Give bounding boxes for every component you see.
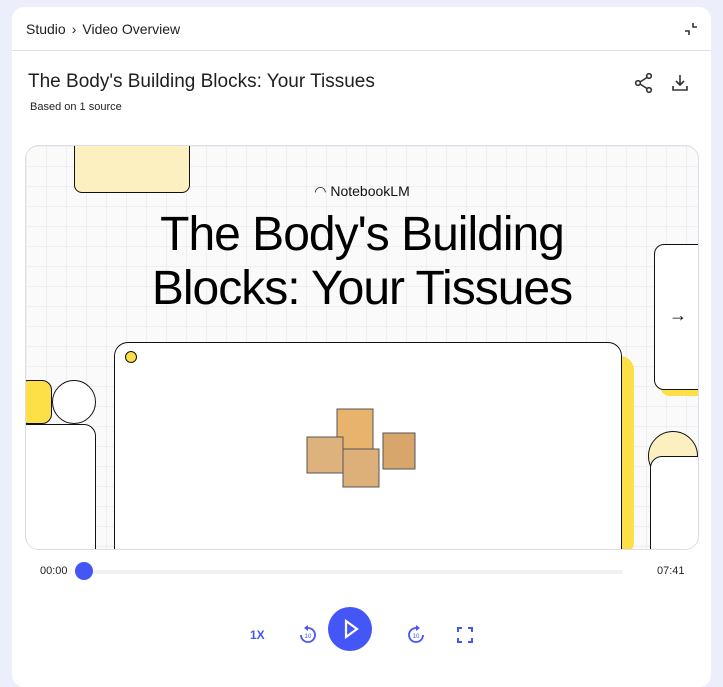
share-icon[interactable] [632,71,656,95]
rewind-10-icon[interactable]: 10 [297,624,319,646]
svg-text:10: 10 [413,634,420,640]
play-icon [344,618,359,640]
playback-speed-button[interactable]: 1X [250,628,265,642]
seek-bar[interactable] [84,570,623,574]
chevron-right-icon: › [71,20,77,37]
decor-shape [26,380,52,424]
decor-shape [26,424,96,549]
decor-circle [52,380,96,424]
collapse-icon[interactable] [681,19,701,39]
fullscreen-icon[interactable] [455,625,475,645]
seek-thumb[interactable] [75,562,93,580]
source-count: Based on 1 source [30,101,122,113]
breadcrumb-studio[interactable]: Studio [26,20,66,37]
slide-title: The Body's Building Blocks: Your Tissues [151,208,573,315]
slide-frame [114,342,622,549]
current-time: 00:00 [40,565,68,577]
breadcrumb: Studio › Video Overview [12,7,711,51]
page-title: The Body's Building Blocks: Your Tissues [28,71,375,92]
play-button[interactable] [328,607,372,651]
breadcrumb-current: Video Overview [82,20,181,37]
video-overview-panel: Studio › Video Overview The Body's Build… [12,7,711,687]
download-icon[interactable] [668,71,692,95]
decor-shape [74,146,190,193]
notebooklm-logo: ◠ NotebookLM [314,183,410,199]
next-slide-button[interactable]: → [654,244,698,390]
tissue-cubes-illustration [306,408,416,488]
decor-shape [650,456,698,549]
forward-10-icon[interactable]: 10 [405,624,427,646]
duration: 07:41 [657,565,685,577]
svg-text:10: 10 [305,634,312,640]
video-player[interactable]: ◠ NotebookLM The Body's Building Blocks:… [25,145,699,550]
